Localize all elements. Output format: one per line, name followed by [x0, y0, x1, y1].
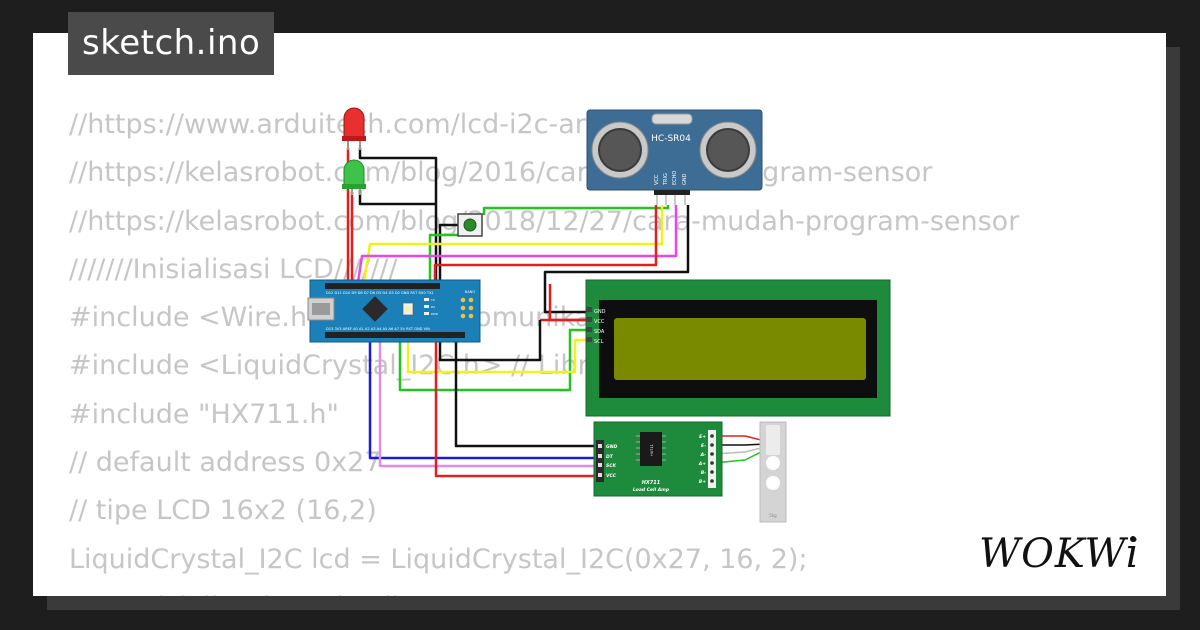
arduino-top-pin-labels: D12 D11 D10 D9 D8 D7 D6 D5 D4 D3 D2 GND …	[326, 291, 434, 295]
file-tab-title: sketch.ino	[68, 12, 275, 75]
wokwi-logo-text: WOKWi	[979, 531, 1140, 577]
wokwi-logo: WOKWi	[979, 531, 1140, 577]
wire-black-led1[interactable]	[358, 148, 438, 285]
code-line: #include "HX711.h"	[69, 398, 339, 430]
hx711-pin-eminus: E-	[701, 443, 706, 449]
lcd-pin-gnd: GND	[594, 309, 606, 315]
ultrasonic-sensor[interactable]: HC-SR04 VCC TRIG ECHO GND	[586, 109, 763, 205]
hx711-sublabel: Load Cell Amp	[633, 487, 670, 493]
code-line: //https://kelasrobot.com/blog/2018/12/27…	[69, 205, 1020, 237]
wire-black-sensor[interactable]	[543, 205, 690, 314]
hx711-pin-sck: SCK	[606, 463, 617, 469]
hx711-pin-dt: DT	[606, 454, 614, 460]
wire-violet-sck[interactable]	[378, 342, 598, 468]
code-line: ///////Inisialisasi LCD///////	[69, 253, 398, 285]
ultrasonic-pin-gnd: GND	[682, 173, 688, 185]
wire-yellow-scl[interactable]	[406, 338, 590, 374]
lcd-pin-sda: SDA	[594, 329, 605, 335]
wire-black-hx[interactable]	[454, 342, 598, 448]
hx711-pin-aminus: A-	[700, 452, 706, 458]
hx711-pin-bminus: B-	[701, 470, 706, 476]
code-line: // tipe LCD 16x2 (16,2)	[69, 495, 377, 527]
code-preview: //https://www.arduitech.com/lcd-i2c-ardu…	[69, 101, 1133, 596]
wire-black-lcd[interactable]	[438, 320, 542, 362]
hx711-label: HX711	[642, 480, 660, 486]
ultrasonic-pin-trig: TRIG	[663, 173, 669, 186]
code-line: //https://kelasrobot.com/blog/2016/cara-…	[69, 157, 933, 189]
wire-magenta-echo[interactable]	[356, 205, 678, 283]
wire-green-sda[interactable]	[398, 328, 590, 392]
wire-red-hx[interactable]	[434, 342, 598, 478]
wire-loadcell-green[interactable]	[712, 449, 766, 464]
wire-loadcell-white[interactable]	[712, 446, 766, 455]
hx711-chip-label: HX711	[650, 444, 654, 456]
wire-black-led2[interactable]	[358, 190, 436, 206]
push-button[interactable]	[457, 213, 483, 237]
ultrasonic-label: HC-SR04	[651, 134, 691, 144]
lcd-pin-vcc: VCC	[594, 319, 605, 325]
wire-green-button[interactable]	[482, 205, 670, 215]
wire-yellow-trig[interactable]	[362, 205, 664, 283]
hx711-pin-vcc: VCC	[606, 473, 617, 479]
code-line: LiquidCrystal_I2C lcd = LiquidCrystal_I2…	[69, 543, 808, 575]
lcd-pin-scl: SCL	[594, 339, 604, 345]
wokwi-logo-dot-icon	[1130, 536, 1136, 542]
code-line: //https://www.arduitech.com/lcd-i2c-ardu…	[69, 109, 670, 140]
wire-blue-dt[interactable]	[368, 342, 598, 460]
hx711-module[interactable]: HX711 GND DT SCK VCC E+ E- A- A+ B- B+ H…	[593, 421, 723, 497]
wire-green-button2[interactable]	[428, 233, 458, 285]
lcd-display[interactable]: GND VCC SDA SCL	[585, 279, 891, 417]
wires	[346, 148, 766, 478]
loadcell-label: 5kg	[769, 513, 777, 518]
arduino-board-label: NANO	[465, 290, 476, 294]
wire-red-lcd[interactable]	[548, 284, 590, 322]
hx711-pin-bplus: B+	[699, 479, 706, 485]
wire-loadcell-black[interactable]	[713, 443, 766, 446]
hx711-pin-aplus: A+	[698, 461, 706, 467]
arduino-bottom-pin-labels: D13 3V3 AREF A0 A1 A2 A3 A4 A5 A6 A7 5V …	[326, 327, 430, 331]
green-led[interactable]	[342, 159, 366, 195]
arduino-led-tx: TX	[430, 298, 435, 302]
wire-loadcell-red[interactable]	[713, 435, 766, 442]
red-led[interactable]	[342, 107, 366, 150]
code-line: ///////Inisialisasi Load cell///////	[69, 584, 1133, 596]
arduino-led-pwr: PWR	[431, 312, 438, 316]
hx711-pin-eplus: E+	[699, 434, 706, 440]
hx711-pin-gnd: GND	[606, 444, 617, 450]
ultrasonic-pin-vcc: VCC	[654, 174, 660, 185]
arduino-nano[interactable]: D12 D11 D10 D9 D8 D7 D6 D5 D4 D3 D2 GND …	[307, 279, 481, 343]
load-cell[interactable]: 5kg	[759, 421, 787, 523]
ultrasonic-pin-echo: ECHO	[672, 171, 678, 185]
arduino-led-rx: RX	[431, 305, 435, 309]
wire-red-sensor[interactable]	[433, 205, 658, 285]
